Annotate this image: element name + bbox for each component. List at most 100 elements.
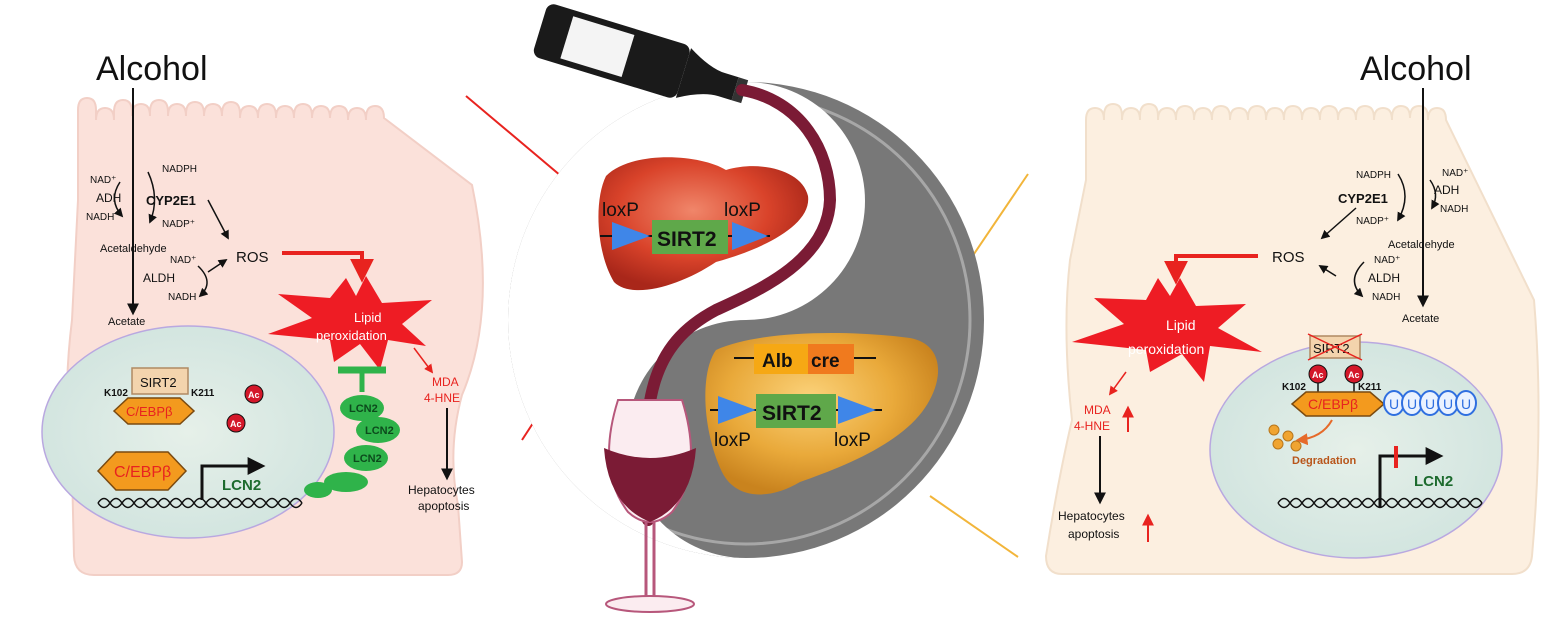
wine-bottle (533, 4, 749, 104)
bottom-loxp-right-triangle (838, 396, 876, 424)
lcn2-secreted-1 (324, 472, 368, 492)
right-aldh-cofactor-arc (1353, 261, 1365, 298)
ubiquitin-label-4: U (1443, 396, 1453, 412)
lipid-to-mda-arrow (413, 347, 434, 374)
right-alcohol-title: Alcohol (1360, 50, 1472, 88)
cre-label: cre (811, 351, 840, 372)
right-peroxidation-label: peroxidation (1128, 341, 1204, 357)
right-acetyl-circle-1 (1308, 364, 1328, 384)
cyp2e1-cofactor-arc (147, 171, 157, 224)
nad-plus-label: NAD⁺ (90, 175, 116, 186)
lcn2-protein-1 (340, 395, 384, 421)
cre-box (808, 344, 854, 374)
ros-to-lipid-red-arrow (282, 251, 374, 283)
k102-label: K102 (104, 388, 128, 399)
right-adh-cofactor-arc (1429, 179, 1440, 210)
nadh-2-label: NADH (168, 292, 196, 303)
right-aldh-label: ALDH (1368, 271, 1400, 285)
wine-stream (639, 84, 837, 526)
cyp2e1-to-ros-arrow (207, 199, 229, 240)
ubiquitin-label-1: U (1389, 396, 1399, 412)
right-aldh-to-ros-arrow (1318, 265, 1337, 277)
right-k211-label: K211 (1358, 382, 1382, 393)
right-cebpb-label: C/EBPβ (1308, 396, 1358, 412)
k211-label: K211 (191, 388, 215, 399)
cebpb-label: C/EBPβ (126, 404, 173, 419)
acetyl-circle-1 (244, 384, 264, 404)
right-ros-to-lipid-red-arrow (1164, 254, 1258, 285)
aldh-label: ALDH (143, 271, 175, 285)
right-nad-plus-2-label: NAD⁺ (1374, 255, 1400, 266)
bottom-loxp-left-triangle (718, 396, 756, 424)
adh-label: ADH (96, 191, 121, 205)
right-nadph-label: NADPH (1356, 170, 1391, 181)
top-loxp-right-triangle (732, 222, 768, 250)
cyp2e1-label: CYP2E1 (146, 193, 196, 208)
apoptosis-label: apoptosis (418, 499, 469, 513)
acetate-label: Acetate (108, 316, 145, 328)
right-apoptosis-label: apoptosis (1068, 527, 1119, 541)
right-nad-plus-label: NAD⁺ (1442, 168, 1468, 179)
top-sirt2-box (652, 220, 728, 254)
lcn2-secreted-2 (304, 482, 332, 498)
right-acetyl-label-2: Ac (1348, 370, 1360, 380)
alcohol-title: Alcohol (96, 50, 208, 88)
right-adh-label: ADH (1434, 183, 1459, 197)
center-yin-yang-panel: SIRT2 loxP loxP Alb cre SIRT2 loxP loxP (508, 4, 984, 613)
lcn2-protein-3 (344, 445, 388, 471)
cebpb-bound-label: C/EBPβ (114, 464, 171, 481)
aldh-to-ros-arrow (207, 259, 228, 273)
right-ros-label: ROS (1272, 249, 1305, 266)
nadp-plus-label: NADP⁺ (162, 219, 195, 230)
bottom-loxp-right-label: loxP (834, 430, 871, 451)
left-nucleus (41, 325, 335, 539)
lcn2-gene-label: LCN2 (222, 477, 261, 494)
ubiquitin-label-5: U (1461, 396, 1471, 412)
ros-label: ROS (236, 249, 269, 266)
aldh-cofactor-arc (197, 265, 209, 298)
left-hepatocyte-panel: Alcohol NAD⁺ NADPH ADH CYP2E1 NADH NADP⁺… (41, 50, 484, 576)
right-lipid-label: Lipid (1166, 317, 1196, 333)
degradation-arrow (1295, 419, 1333, 446)
right-acetyl-label-1: Ac (1312, 370, 1324, 380)
mda-label: MDA (432, 375, 459, 389)
degraded-fragments (1268, 424, 1302, 452)
right-nadp-plus-label: NADP⁺ (1356, 216, 1389, 227)
top-loxp-left-triangle (612, 222, 650, 250)
lipid-label: Lipid (354, 310, 381, 325)
right-hepatocyte-panel: Alcohol NADPH NAD⁺ ADH CYP2E1 NADH NADP⁺… (1044, 50, 1540, 575)
cebpb-hexagon (112, 397, 196, 425)
lcn2-protein-label-3: LCN2 (353, 453, 382, 465)
lcn2-protein-label-1: LCN2 (349, 403, 378, 415)
right-lipid-peroxidation-burst (1072, 278, 1262, 382)
right-dna-strand (1277, 497, 1483, 509)
right-cyp2e1-to-ros-arrow (1320, 207, 1357, 240)
peroxidation-label: peroxidation (316, 328, 387, 343)
sirt2-label: SIRT2 (140, 375, 177, 390)
acetyl-label-1: Ac (248, 390, 260, 400)
right-lcn2-gene-label: LCN2 (1414, 473, 1453, 490)
sirt2-box (131, 367, 189, 395)
right-connector-bottom (929, 495, 1019, 558)
ubiquitin-label-2: U (1407, 396, 1417, 412)
lipid-peroxidation-burst (268, 276, 432, 370)
lcn2-protein-label-2: LCN2 (365, 425, 394, 437)
right-acetyl-circle-2 (1344, 364, 1364, 384)
nadph-label: NADPH (162, 164, 197, 175)
adh-cofactor-arc (113, 181, 124, 218)
right-acetaldehyde-label: Acetaldehyde (1388, 239, 1455, 251)
nadh-label: NADH (86, 212, 114, 223)
left-dna-strand (97, 497, 303, 509)
top-sirt2-label: SIRT2 (657, 228, 717, 251)
top-loxp-left-label: loxP (602, 200, 639, 221)
cebpb-bound-hexagon (96, 451, 188, 491)
lcn2-protein-2 (356, 417, 400, 443)
right-lipid-to-mda-arrow (1108, 371, 1127, 396)
degradation-label: Degradation (1292, 455, 1356, 467)
ubiquitin-label-3: U (1425, 396, 1435, 412)
bottom-loxp-left-label: loxP (714, 430, 751, 451)
bottom-sirt2-label: SIRT2 (762, 402, 822, 425)
right-nadh-2-label: NADH (1372, 292, 1400, 303)
right-cyp2e1-label: CYP2E1 (1338, 191, 1388, 206)
alb-box (754, 344, 808, 374)
